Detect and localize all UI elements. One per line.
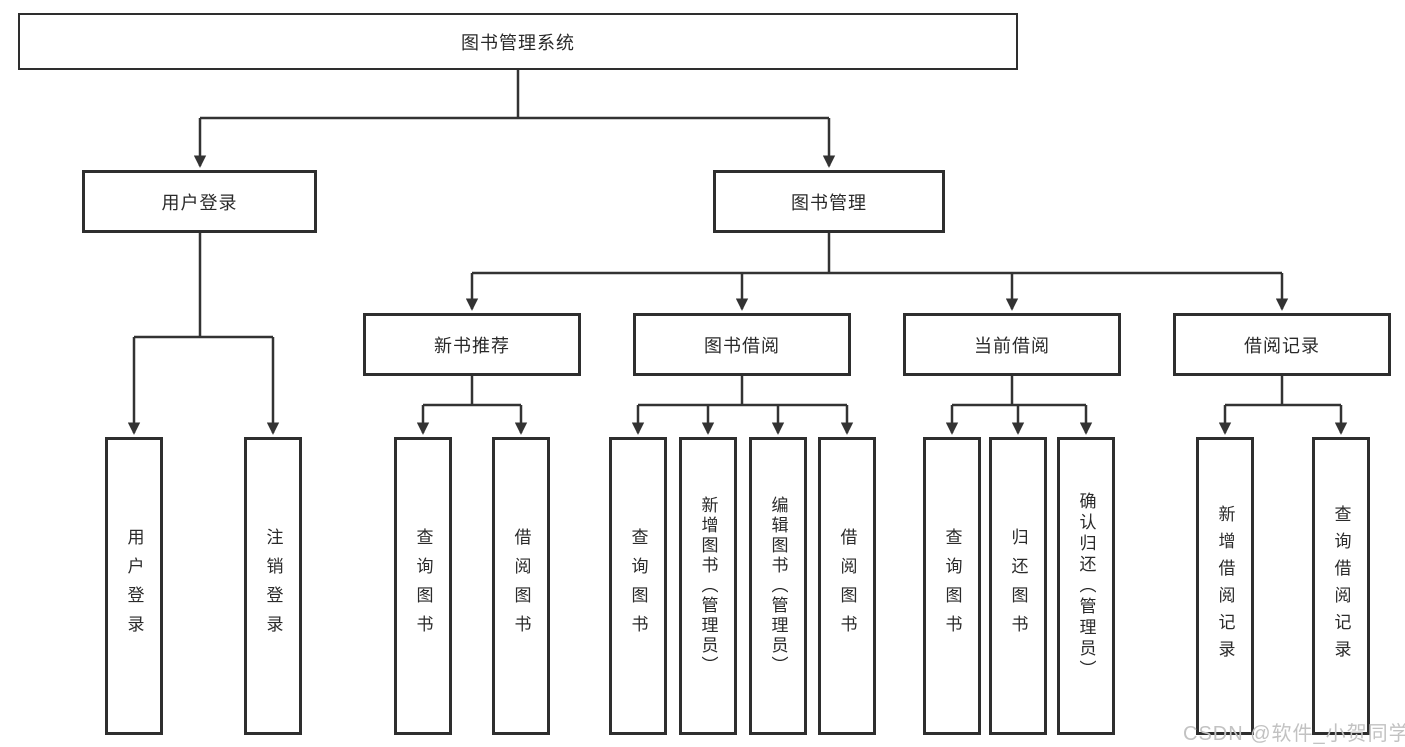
node-label: 图书管理系统 (461, 32, 575, 53)
leaf-query-borrow-record: 查询借阅记录 (1312, 437, 1370, 735)
node-book-borrow: 图书借阅 (633, 313, 851, 376)
leaf-user-login: 用户登录 (105, 437, 163, 735)
node-new-book-recommend: 新书推荐 (363, 313, 581, 376)
leaf-logout: 注销登录 (244, 437, 302, 735)
node-label: 借阅图书 (837, 528, 857, 644)
leaf-borrow-books-recommend: 借阅图书 (492, 437, 550, 735)
node-label: 查询图书 (942, 528, 962, 644)
node-label: 借阅记录 (1244, 335, 1320, 356)
node-borrow-records: 借阅记录 (1173, 313, 1391, 376)
node-label: 查询图书 (628, 528, 648, 644)
node-label: 查询图书 (413, 528, 433, 644)
node-label: 用户登录 (161, 192, 238, 213)
leaf-confirm-return-admin: 确认归还（管理员） (1057, 437, 1115, 735)
leaf-edit-book-admin: 编辑图书（管理员） (749, 437, 807, 735)
csdn-watermark: CSDN @软件_小贺同学 (1183, 723, 1405, 745)
node-label: 归还图书 (1008, 528, 1028, 644)
node-label: 确认归还（管理员） (1076, 491, 1096, 681)
node-label: 当前借阅 (974, 335, 1050, 356)
node-label: 图书借阅 (704, 335, 780, 356)
leaf-query-books-current: 查询图书 (923, 437, 981, 735)
leaf-borrow-books: 借阅图书 (818, 437, 876, 735)
leaf-return-books: 归还图书 (989, 437, 1047, 735)
node-label: 编辑图书（管理员） (768, 496, 788, 676)
node-book-management: 图书管理 (713, 170, 945, 233)
node-user-login: 用户登录 (82, 170, 317, 233)
leaf-query-books-recommend: 查询图书 (394, 437, 452, 735)
node-label: 查询借阅记录 (1331, 505, 1351, 667)
leaf-query-books-borrow: 查询图书 (609, 437, 667, 735)
node-label: 注销登录 (263, 528, 283, 644)
node-label: 图书管理 (791, 192, 867, 213)
leaf-add-book-admin: 新增图书（管理员） (679, 437, 737, 735)
node-label: 用户登录 (124, 528, 144, 644)
node-root-system: 图书管理系统 (18, 13, 1018, 70)
node-label: 新书推荐 (434, 335, 510, 356)
leaf-add-borrow-record: 新增借阅记录 (1196, 437, 1254, 735)
node-label: 新增图书（管理员） (698, 496, 718, 676)
node-label: 借阅图书 (511, 528, 531, 644)
node-label: 新增借阅记录 (1215, 505, 1235, 667)
node-current-borrow: 当前借阅 (903, 313, 1121, 376)
